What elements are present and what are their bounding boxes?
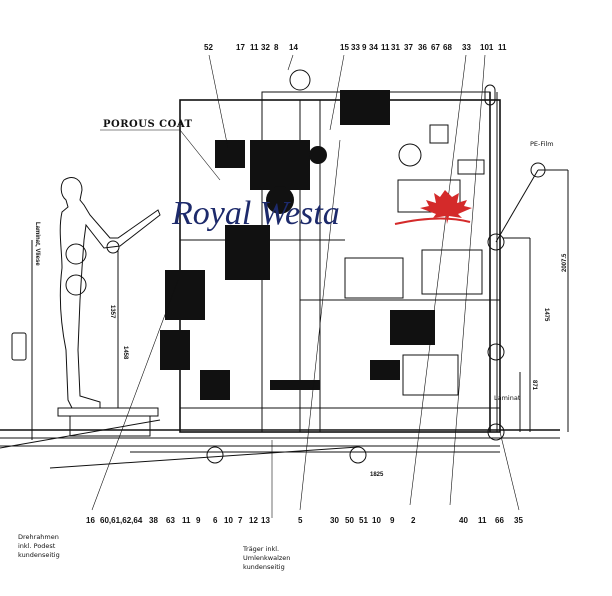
dim-overall-height: 2007.5 [562, 253, 568, 272]
part-number: 60,61,62,64 [100, 516, 143, 525]
part-number: 50 [345, 516, 354, 525]
part-number: 34 [369, 43, 378, 52]
part-number: 10 [224, 516, 233, 525]
part-number: 17 [236, 43, 245, 52]
dim-right-inner: 1475 [543, 308, 549, 322]
part-number: 9 [390, 516, 395, 525]
part-number: 31 [391, 43, 400, 52]
note-line: inkl. Podest [18, 542, 56, 550]
part-number: 8 [274, 43, 279, 52]
part-number: 33 [351, 43, 360, 52]
dim-bottom-width: 1825 [370, 472, 384, 478]
part-number: 36 [418, 43, 427, 52]
note-center: Träger inkl. Umlenkwalzen kundenseitig [242, 545, 290, 571]
part-number: 11 [498, 43, 507, 52]
part-number: 11 [250, 43, 259, 52]
royal-westa-watermark: Royal Westa [171, 190, 472, 232]
machine-frame [179, 91, 501, 433]
part-number: 101 [480, 43, 494, 52]
note-left: Drehrahmen inkl. Podest kundenseitig [18, 533, 60, 559]
note-line: Drehrahmen [18, 533, 59, 541]
note-line: Umlenkwalzen [243, 554, 290, 562]
part-number: 13 [261, 516, 270, 525]
part-number: 40 [459, 516, 468, 525]
part-number: 11 [182, 516, 191, 525]
dim-left-lower: 1458 [122, 346, 128, 360]
watermark-text: Royal Westa [171, 195, 340, 232]
part-number: 2 [411, 516, 416, 525]
part-number: 14 [289, 43, 298, 52]
part-number: 11 [381, 43, 390, 52]
part-number: 37 [404, 43, 413, 52]
roller-assemblies [160, 69, 546, 464]
laminate-label: Laminat [494, 394, 521, 402]
floor-base [0, 419, 560, 453]
part-number: 9 [362, 43, 367, 52]
part-number: 63 [166, 516, 175, 525]
part-number: 9 [196, 516, 201, 525]
operator-platform [11, 240, 159, 440]
porous-coat-label: POROUS COAT [103, 119, 193, 130]
part-number: 68 [443, 43, 452, 52]
pe-film-label: PE-Film [530, 140, 554, 148]
leader-lines [91, 54, 520, 518]
part-number: 35 [514, 516, 523, 525]
part-number: 10 [372, 516, 381, 525]
note-line: Träger inkl. [242, 545, 279, 553]
part-number: 66 [495, 516, 504, 525]
part-number: 32 [261, 43, 270, 52]
part-number: 38 [149, 516, 158, 525]
part-number: 7 [238, 516, 243, 525]
note-line: kundenseitig [18, 551, 60, 559]
part-number: 15 [340, 43, 349, 52]
part-number: 11 [478, 516, 487, 525]
part-number: 16 [86, 516, 95, 525]
maple-leaf-icon [420, 190, 472, 224]
dimensions: 2007.5 1475 871 1825 1357 1458 Laminat, … [34, 222, 568, 478]
part-number: 52 [204, 43, 213, 52]
part-number: 5 [298, 516, 303, 525]
part-number: 6 [213, 516, 218, 525]
part-number: 30 [330, 516, 339, 525]
part-number: 67 [431, 43, 440, 52]
note-line: kundenseitig [243, 563, 285, 571]
dim-left-height: 1357 [109, 305, 115, 319]
dim-left-vertical-note: Laminat, Vliese [34, 222, 40, 266]
part-number: 51 [359, 516, 368, 525]
operator-figure [59, 177, 161, 409]
part-number: 33 [462, 43, 471, 52]
part-number: 12 [249, 516, 258, 525]
dim-right-small: 871 [531, 380, 537, 391]
